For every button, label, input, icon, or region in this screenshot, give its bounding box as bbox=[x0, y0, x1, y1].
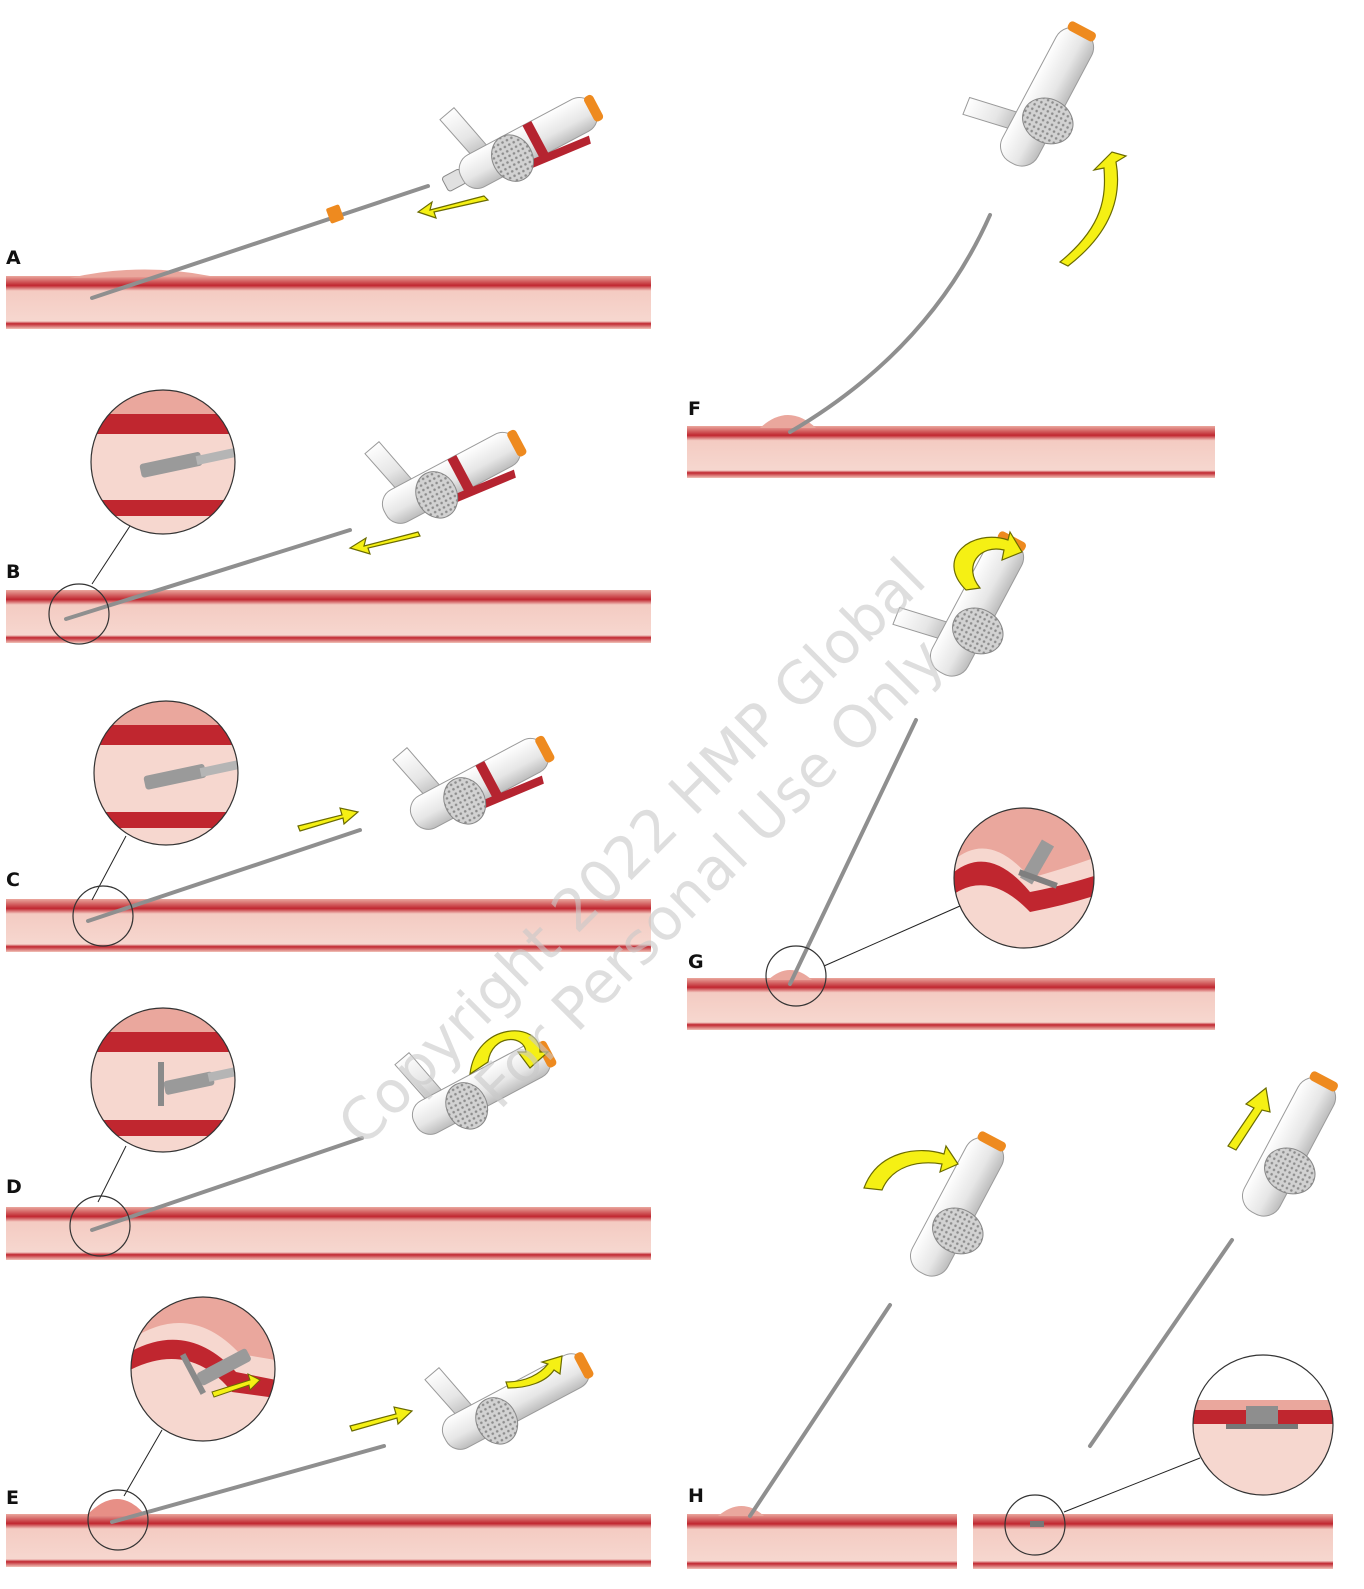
panel-label-d: D bbox=[6, 1176, 22, 1198]
device-c bbox=[382, 689, 564, 848]
device-f bbox=[952, 0, 1118, 181]
tissue-strip-e bbox=[6, 1499, 651, 1567]
arrow-c-advance bbox=[298, 808, 358, 831]
arrow-h-lift bbox=[1228, 1088, 1270, 1150]
tissue-strip-b bbox=[6, 590, 651, 643]
device-h-right bbox=[1236, 1068, 1360, 1231]
arrow-e-advance bbox=[350, 1407, 412, 1431]
watermark-line-2: For Personal Use Only bbox=[461, 625, 957, 1121]
arrow-f-lift bbox=[1060, 152, 1126, 266]
tissue-strip-f bbox=[687, 415, 1215, 478]
device-a bbox=[415, 48, 612, 214]
magnifier-g bbox=[766, 808, 1094, 1006]
arrow-a-withdraw bbox=[418, 196, 488, 218]
tissue-strip-h-right bbox=[973, 1514, 1333, 1569]
panel-label-e: E bbox=[6, 1487, 19, 1509]
panel-label-h: H bbox=[688, 1485, 704, 1507]
tissue-strip-h-left bbox=[687, 1506, 957, 1569]
tissue-strip-d bbox=[6, 1207, 651, 1260]
panel-label-f: F bbox=[688, 398, 701, 420]
device-b bbox=[354, 383, 536, 542]
panel-label-a: A bbox=[6, 247, 21, 269]
tissue-strip-a bbox=[6, 269, 651, 329]
panel-label-g: G bbox=[688, 951, 704, 973]
panel-label-c: C bbox=[6, 869, 20, 891]
panel-label-b: B bbox=[6, 561, 20, 583]
arrow-b-withdraw bbox=[350, 532, 420, 554]
arrow-h-rotate bbox=[864, 1146, 958, 1190]
